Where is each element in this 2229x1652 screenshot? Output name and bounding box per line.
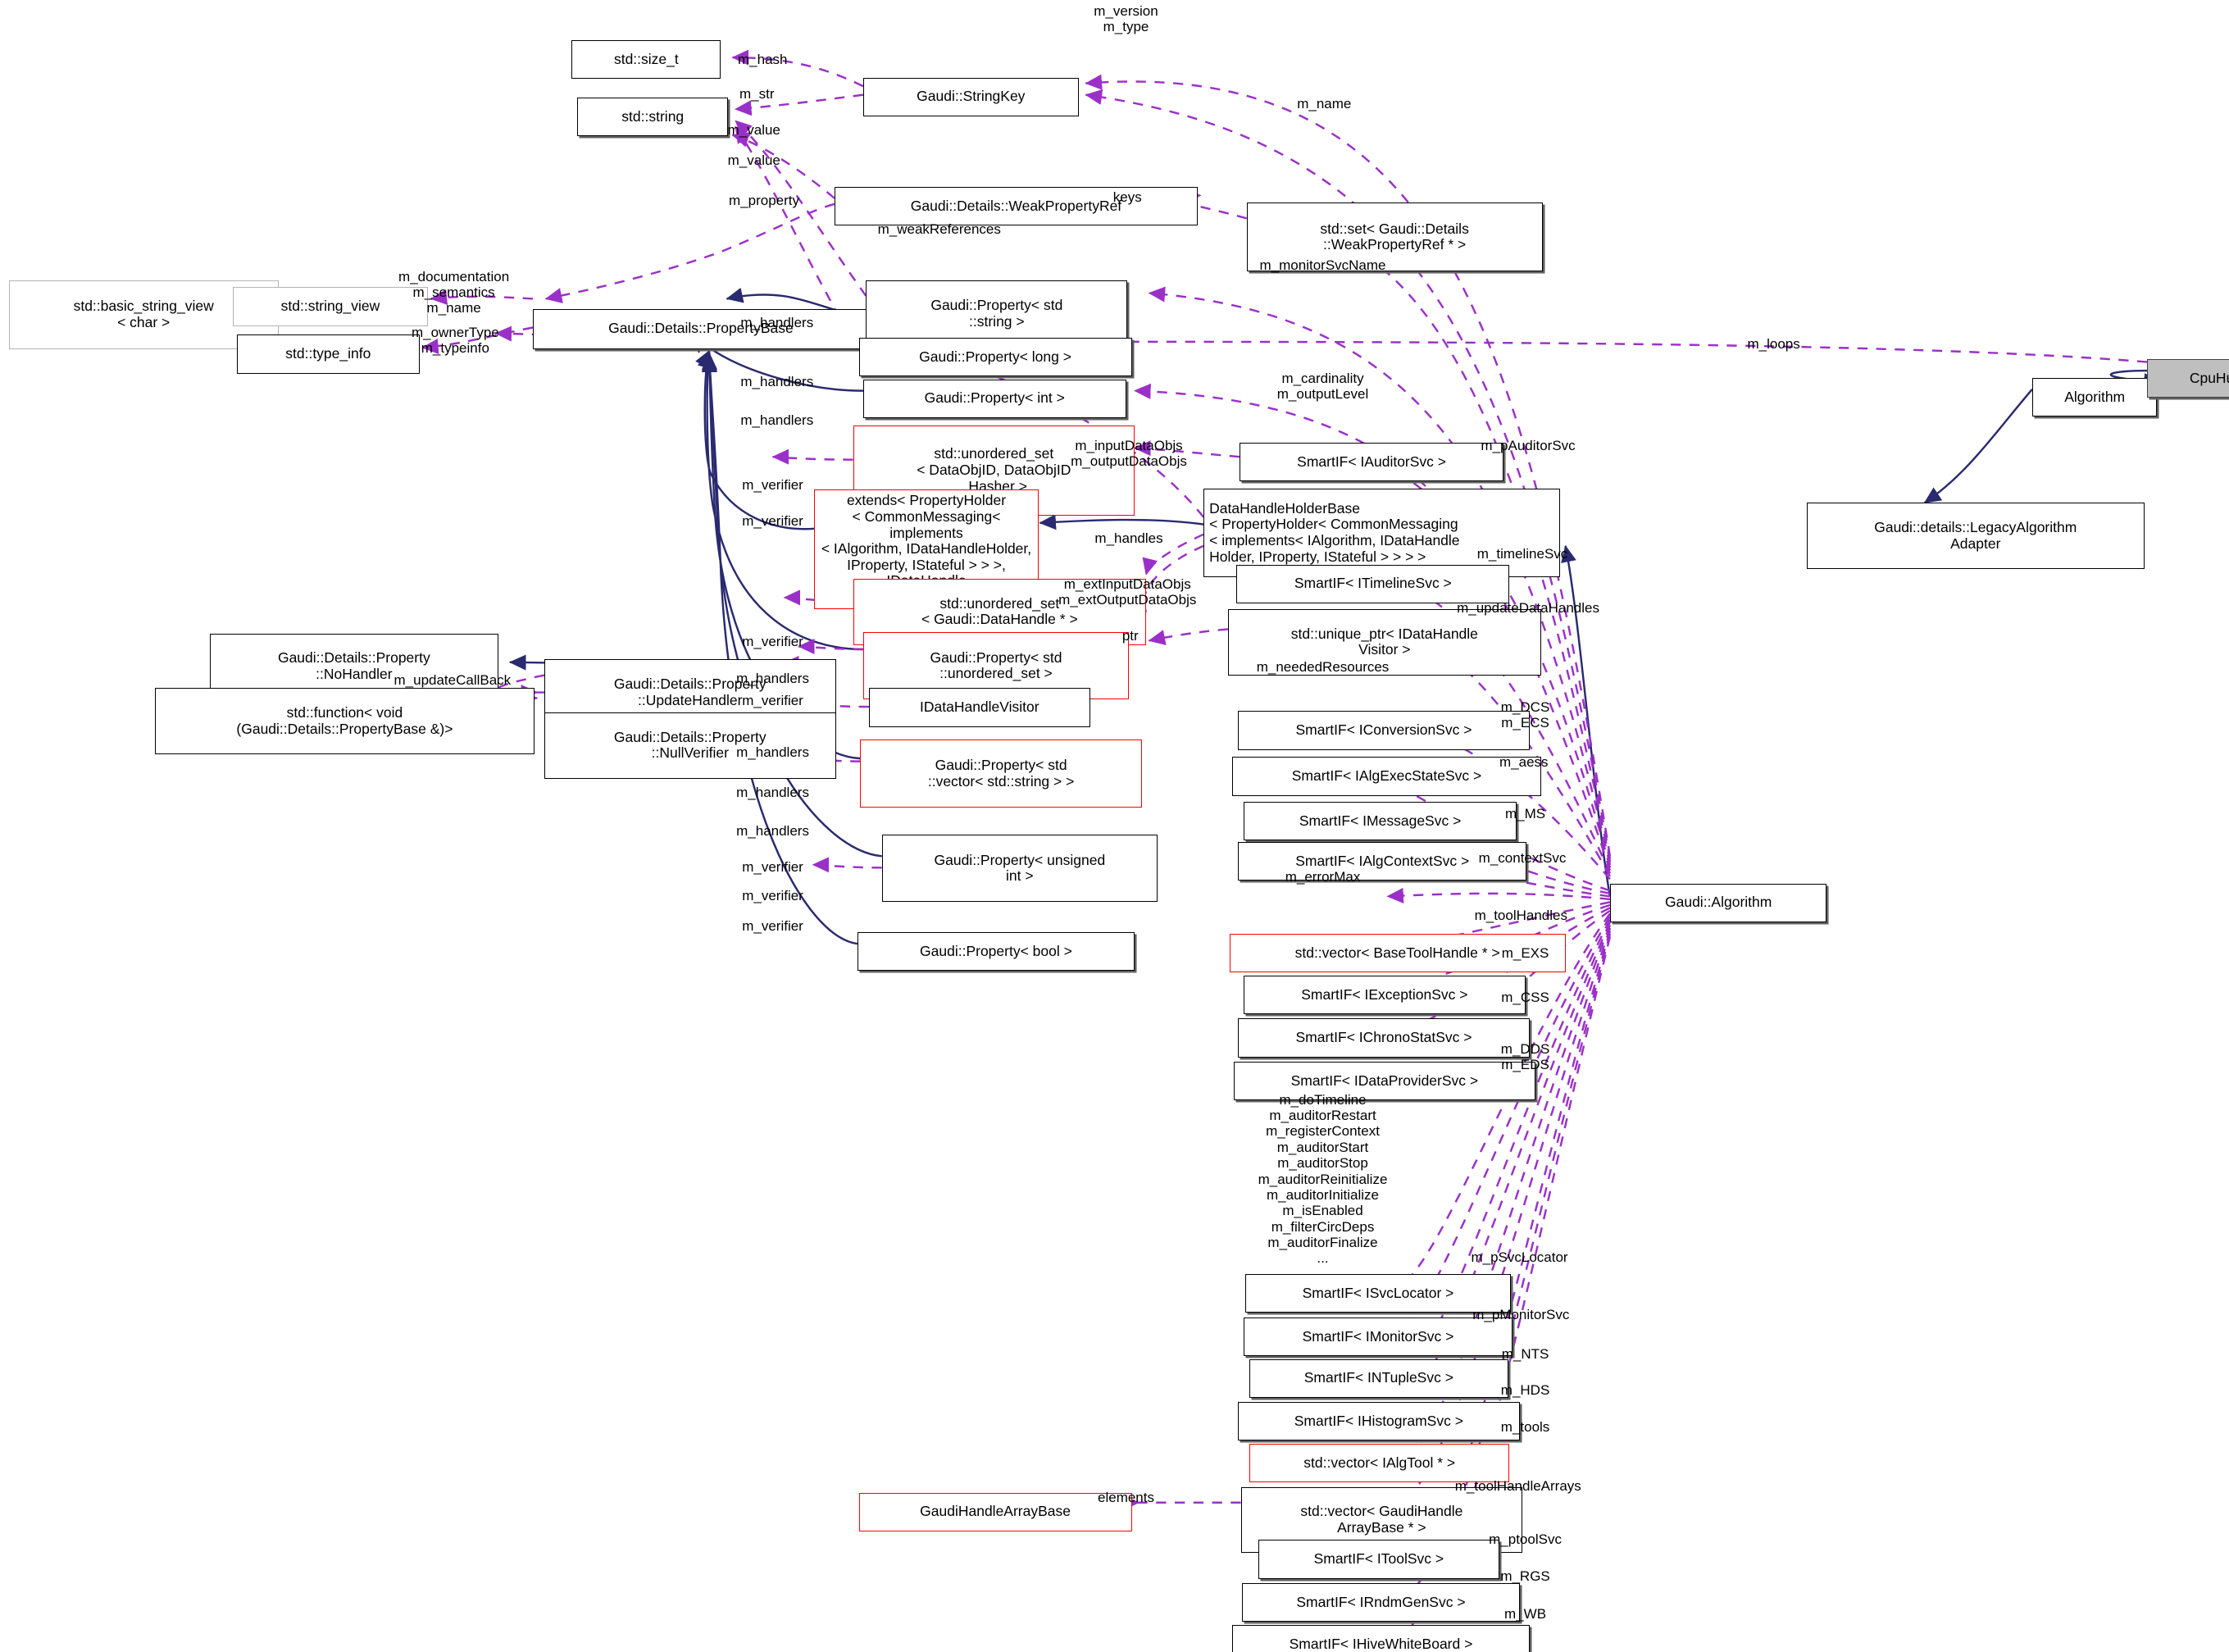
class-node-smartif_ialgexecstatesvc[interactable]: SmartIF< IAlgExecStateSvc >: [1232, 757, 1541, 796]
class-node-datahandleholderbase[interactable]: DataHandleHolderBase < PropertyHolder< C…: [1203, 488, 1560, 578]
edge-label-m_neededResources: m_neededResources: [1256, 659, 1390, 676]
edge-label-m_contextSvc: m_contextSvc: [1478, 850, 1567, 867]
edge-label-m_EXS: m_EXS: [1501, 944, 1549, 961]
class-node-smartif_ihivewhiteboard[interactable]: SmartIF< IHiveWhiteBoard >: [1232, 1624, 1530, 1652]
edge-label-m_weakReferences: m_weakReferences: [877, 221, 1001, 237]
edge-label-m_toolHandles: m_toolHandles: [1474, 908, 1567, 924]
class-node-smartif_ichronostatsvc[interactable]: SmartIF< IChronoStatSvc >: [1238, 1018, 1530, 1058]
edge-label-m_WB: m_WB: [1504, 1605, 1547, 1622]
edge-label-m_verifier_6: m_verifier: [742, 887, 803, 903]
edge-label-m_toolHandleArrays: m_toolHandleArrays: [1454, 1477, 1581, 1494]
class-node-smartif_isvclocator[interactable]: SmartIF< ISvcLocator >: [1244, 1274, 1512, 1313]
class-node-prop_unsigned_int[interactable]: Gaudi::Property< unsigned int >: [881, 835, 1158, 903]
class-node-function_void[interactable]: std::function< void (Gaudi::Details::Pro…: [155, 688, 535, 754]
class-node-smartif_iconversionsvc[interactable]: SmartIF< IConversionSvc >: [1238, 711, 1530, 750]
class-node-prop_bool[interactable]: Gaudi::Property< bool >: [857, 932, 1135, 972]
class-node-stringkey[interactable]: Gaudi::StringKey: [862, 77, 1079, 116]
edge-label-m_NTS: m_NTS: [1501, 1345, 1549, 1362]
class-node-gaudihandlearraybase[interactable]: GaudiHandleArrayBase: [858, 1492, 1132, 1531]
class-node-idatahandlevisitor[interactable]: IDataHandleVisitor: [868, 688, 1090, 727]
edge-label-m_pMonitorSvc: m_pMonitorSvc: [1472, 1307, 1570, 1323]
edge-label-m_extInputDataObjs: m_extInputDataObjs m_extOutputDataObjs: [1058, 576, 1197, 608]
edge-label-m_CSS: m_CSS: [1501, 990, 1549, 1006]
edge-label-m_loops: m_loops: [1747, 336, 1800, 352]
edge-label-m_errorMax: m_errorMax: [1285, 869, 1361, 885]
edge-label-m_pSvcLocator: m_pSvcLocator: [1471, 1249, 1568, 1266]
edge-label-m_ownerType: m_ownerType m_typeinfo: [411, 324, 499, 357]
edge-label-m_version_m_type: m_version m_type: [1094, 2, 1158, 34]
class-node-smartif_irndmgensvc[interactable]: SmartIF< IRndmGenSvc >: [1242, 1582, 1520, 1622]
edge-label-m_timelineSvc: m_timelineSvc: [1476, 545, 1568, 562]
edge-label-m_MS: m_MS: [1504, 805, 1546, 821]
edge-label-m_handlers_2: m_handlers: [740, 373, 814, 389]
edge-label-m_verifier_5: m_verifier: [742, 858, 803, 875]
edge-label-m_value_2: m_value: [727, 152, 780, 168]
edge-label-m_verifier_3: m_verifier: [742, 633, 803, 649]
edge-label-m_pAuditorSvc: m_pAuditorSvc: [1481, 438, 1576, 454]
edge-label-m_handles_1: m_handles: [1094, 530, 1163, 546]
edge-label-m_ptoolSvc: m_ptoolSvc: [1489, 1531, 1562, 1547]
class-node-string_view[interactable]: std::string_view: [232, 287, 429, 326]
edge-label-m_monitorSvcName: m_monitorSvcName: [1259, 257, 1386, 273]
class-node-smartif_itoolsvc[interactable]: SmartIF< IToolSvc >: [1258, 1540, 1499, 1579]
class-node-smartif_ialgcontextsvc[interactable]: SmartIF< IAlgContextSvc >: [1238, 841, 1527, 881]
edge-label-m_handlers_1: m_handlers: [740, 314, 814, 330]
edge-label-m_cardinality: m_cardinality m_outputLevel: [1276, 371, 1369, 403]
edge-label-m_verifier_7: m_verifier: [742, 917, 803, 934]
class-node-gaudi_algorithm[interactable]: Gaudi::Algorithm: [1609, 883, 1827, 922]
edge-label-m_verifier_4: m_verifier: [742, 692, 803, 708]
edge-label-keys: keys: [1112, 189, 1142, 206]
edge-label-m_documentation: m_documentation m_semantics m_name: [398, 268, 510, 316]
class-node-size_t[interactable]: std::size_t: [571, 40, 721, 80]
class-node-prop_nullverifier[interactable]: Gaudi::Details::Property ::NullVerifier: [544, 712, 836, 779]
class-node-smartif_imonitorsvc[interactable]: SmartIF< IMonitorSvc >: [1244, 1317, 1513, 1357]
edge-label-m_DDS_m_EDS: m_DDS m_EDS: [1500, 1041, 1550, 1073]
edge-label-ptr: ptr: [1121, 627, 1139, 644]
class-node-prop_int[interactable]: Gaudi::Property< int >: [862, 379, 1126, 418]
edge-label-m_aess: m_aess: [1499, 753, 1549, 770]
class-node-type_info[interactable]: std::type_info: [237, 334, 420, 374]
edge-label-m_DCS_m_ECS: m_DCS m_ECS: [1500, 699, 1550, 731]
edge-label-m_tools: m_tools: [1500, 1419, 1550, 1436]
edge-label-m_inputDataObjs: m_inputDataObjs m_outputDataObjs: [1071, 438, 1187, 470]
edge-label-m_str: m_str: [739, 86, 775, 102]
class-node-unique_ptr_visitor[interactable]: std::unique_ptr< IDataHandle Visitor >: [1227, 608, 1541, 676]
edge-label-m_updateCallBack: m_updateCallBack: [393, 672, 512, 689]
class-node-vector_basetoolhandle[interactable]: std::vector< BaseToolHandle * >: [1229, 933, 1566, 973]
edge-label-m_value_1: m_value: [727, 121, 780, 138]
edge-label-m_hash: m_hash: [738, 52, 788, 68]
class-node-weakpropertyref[interactable]: Gaudi::Details::WeakPropertyRef: [834, 186, 1199, 226]
class-node-prop_vector_string[interactable]: Gaudi::Property< std ::vector< std::stri…: [860, 740, 1142, 808]
class-node-propertybase[interactable]: Gaudi::Details::PropertyBase: [532, 308, 869, 349]
class-node-smartif_itimelinesvc[interactable]: SmartIF< ITimelineSvc >: [1236, 564, 1510, 603]
class-node-vector_ialgtool[interactable]: std::vector< IAlgTool * >: [1249, 1443, 1510, 1483]
edge-label-m_property: m_property: [729, 192, 800, 208]
edge-label-elements: elements: [1098, 1490, 1154, 1505]
class-node-cpuhungryalg[interactable]: CpuHungryAlg: [2147, 359, 2229, 398]
class-node-set_weakpropertyref[interactable]: std::set< Gaudi::Details ::WeakPropertyR…: [1246, 203, 1543, 272]
edge-label-m_updateDataHandles: m_updateDataHandles: [1457, 600, 1599, 617]
class-node-smartif_iauditorsvc[interactable]: SmartIF< IAuditorSvc >: [1239, 442, 1504, 481]
class-node-smartif_iexceptionsvc[interactable]: SmartIF< IExceptionSvc >: [1244, 975, 1526, 1015]
class-node-string[interactable]: std::string: [577, 98, 729, 137]
edge-label-m_handlers_6: m_handlers: [736, 784, 809, 800]
edge-label-m_verifier_2: m_verifier: [742, 512, 803, 529]
edge-label-m_handlers_5: m_handlers: [736, 744, 809, 760]
edge-label-m_handlers_7: m_handlers: [736, 822, 809, 839]
edge-label-m_name_top: m_name: [1297, 96, 1352, 112]
edge-label-m_handlers_4: m_handlers: [736, 671, 809, 687]
class-node-smartif_intuplesvc[interactable]: SmartIF< INTupleSvc >: [1249, 1358, 1508, 1398]
class-node-smartif_idataprovidersvc[interactable]: SmartIF< IDataProviderSvc >: [1233, 1061, 1535, 1101]
algorithm-property-list: m_doTimeline m_auditorRestart m_register…: [1258, 1091, 1388, 1267]
edge-label-m_verifier_1: m_verifier: [742, 476, 803, 493]
class-node-smartif_ihistogramsvc[interactable]: SmartIF< IHistogramSvc >: [1238, 1402, 1520, 1441]
edge-label-m_HDS: m_HDS: [1500, 1381, 1550, 1398]
edge-label-m_RGS: m_RGS: [1500, 1568, 1550, 1585]
class-node-smartif_imessagesvc[interactable]: SmartIF< IMessageSvc >: [1244, 801, 1517, 840]
class-node-algorithm[interactable]: Algorithm: [2031, 377, 2158, 417]
class-node-prop_long[interactable]: Gaudi::Property< long >: [858, 337, 1132, 377]
class-node-legacy_adapter[interactable]: Gaudi::details::LegacyAlgorithm Adapter: [1806, 503, 2145, 569]
edge-label-m_handlers_3: m_handlers: [740, 412, 814, 428]
